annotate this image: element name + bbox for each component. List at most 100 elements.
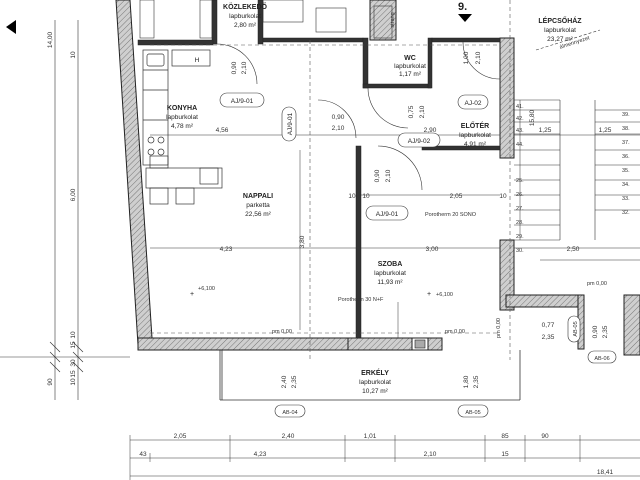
dining-set xyxy=(145,155,223,205)
room-floor: lapburkolat xyxy=(229,13,261,20)
room-floor: lapburkolat xyxy=(394,63,426,70)
dim: 1,25 xyxy=(599,127,612,134)
room-name: NAPPALI xyxy=(243,193,273,200)
dim: 2,10 xyxy=(385,169,392,182)
stair-step: 43. xyxy=(516,128,524,134)
stair-step: 25. xyxy=(516,178,524,184)
dim: 85 xyxy=(501,433,509,440)
stair-step: 30. xyxy=(516,248,524,254)
dim: 10 xyxy=(348,193,356,200)
dim: 0,90 xyxy=(231,61,238,74)
stair-step: 33. xyxy=(622,196,630,202)
dim: 15 xyxy=(501,451,509,458)
room-floor: lapburkolat xyxy=(166,114,198,121)
left-dimension-chain xyxy=(0,20,130,400)
stair-step: 28. xyxy=(516,220,524,226)
stair-step: 38. xyxy=(622,126,630,132)
dim: 2,40 xyxy=(281,375,288,388)
stair-step: 44. xyxy=(516,142,524,148)
elevation-nappali: +6,100 xyxy=(198,286,215,292)
left-dim-90: 90 xyxy=(47,378,54,386)
door-tag: AJ/9-02 xyxy=(408,138,431,145)
dim: 4,23 xyxy=(220,246,233,253)
room-name: KÖZLEKEDŐ xyxy=(223,2,268,11)
dim: 2,05 xyxy=(450,193,463,200)
stair-step: 34. xyxy=(622,182,630,188)
dim: 10 xyxy=(362,193,370,200)
door-tag: AJ-02 xyxy=(465,100,482,107)
dim: 1,01 xyxy=(364,433,377,440)
interior-walls xyxy=(137,0,501,339)
dim: 2,10 xyxy=(424,451,437,458)
dashed-ceiling-lines xyxy=(150,0,511,360)
stair-step: 26. xyxy=(516,192,524,198)
room-floor: lapburkolat xyxy=(359,379,391,386)
stair-step: 35. xyxy=(622,168,630,174)
exterior-walls xyxy=(115,0,640,356)
room-floor: parketta xyxy=(246,202,270,209)
h-mark: H xyxy=(195,57,200,64)
bottom-dims-row1: 2,05 2,40 1,01 85 90 xyxy=(174,433,549,440)
width-dimensions: 4,56 2,90 1,25 1,25 10 10 2,05 10 4,23 3… xyxy=(216,109,612,253)
room-name: ELŐTÉR xyxy=(461,121,489,130)
level-right: pm 0,00 xyxy=(587,281,607,287)
dim: 0,90 xyxy=(592,325,599,338)
staircase xyxy=(514,29,640,261)
room-area: 4,91 m² xyxy=(464,141,487,148)
opening-dimensions: 0,90 2,10 1,00 2,10 0,75 2,10 0,90 2,10 … xyxy=(231,51,609,388)
bottom-dimension-chains xyxy=(129,435,640,480)
room-area: 1,17 m² xyxy=(399,71,422,78)
internal-dimension-lines xyxy=(150,100,640,330)
dim: 2,10 xyxy=(241,61,248,74)
dim: 4,56 xyxy=(216,127,229,134)
dim: 1,80 xyxy=(463,375,470,388)
kitchen-counter xyxy=(142,49,211,166)
stair-step: 36. xyxy=(622,154,630,160)
dim: 1,00 xyxy=(463,51,470,64)
room-floor: lapburkolat xyxy=(459,132,491,139)
room-eloter: ELŐTÉR lapburkolat 4,91 m² xyxy=(459,121,491,148)
dim: 0,75 xyxy=(408,105,415,118)
room-konyha: KONYHA lapburkolat 4,78 m² xyxy=(166,105,198,130)
stair-step: 37. xyxy=(622,140,630,146)
stair-step: 27. xyxy=(516,206,524,212)
left-dim-10b: 10 xyxy=(70,331,77,339)
stair-step: 41. xyxy=(516,104,524,110)
level-vertical: pm 0,00 xyxy=(496,318,502,338)
room-szoba: SZOBA lapburkolat 11,93 m² xyxy=(374,261,406,286)
window-tags xyxy=(274,315,617,418)
room-nappali: NAPPALI parketta 22,56 m² xyxy=(243,193,273,218)
window-tag: AB-04 xyxy=(282,410,297,416)
room-area: 10,27 m² xyxy=(362,388,388,395)
dim: 2,90 xyxy=(424,127,437,134)
left-dim-15: 15 xyxy=(70,341,77,349)
room-kozlekedo: KÖZLEKEDŐ lapburkolat 2,80 m² xyxy=(223,2,268,29)
dim: 43 xyxy=(139,451,147,458)
room-erkely: ERKÉLY lapburkolat 10,27 m² xyxy=(359,368,391,395)
north-arrow-icon xyxy=(6,20,16,34)
dim: 4,23 xyxy=(254,451,267,458)
stair-step: 42. xyxy=(516,116,524,122)
room-area: 22,56 m² xyxy=(245,211,271,218)
room-lepcsohaz: LÉPCSŐHÁZ lapburkolat 23,27 m² xyxy=(538,16,582,43)
dim: 3,80 xyxy=(299,235,306,248)
stair-step: 32. xyxy=(622,210,630,216)
dim: 2,35 xyxy=(602,325,609,338)
dim: 0,90 xyxy=(332,114,345,121)
left-dim-30: 30 xyxy=(70,359,77,367)
top-fixtures xyxy=(139,0,393,39)
left-dim-10a: 10 xyxy=(70,51,77,59)
balcony-outline xyxy=(219,350,521,401)
window-tag: AB-06 xyxy=(594,356,609,362)
elevation-szoba: +6,100 xyxy=(436,292,453,298)
stair-step: 39. xyxy=(622,112,630,118)
left-dim-1400: 14,00 xyxy=(47,31,54,48)
room-area: 23,27 m² xyxy=(547,36,573,43)
room-wc: WC lapburkolat 1,17 m² xyxy=(394,55,426,78)
dim: 2,35 xyxy=(291,375,298,388)
level-szoba: pm 0,00 xyxy=(445,329,465,335)
dim: 2,50 xyxy=(567,246,580,253)
strang-label: strang xyxy=(390,12,396,27)
dim: 0,90 xyxy=(374,169,381,182)
porotherm-30-note: Porotherm 30 N+F xyxy=(338,297,384,303)
